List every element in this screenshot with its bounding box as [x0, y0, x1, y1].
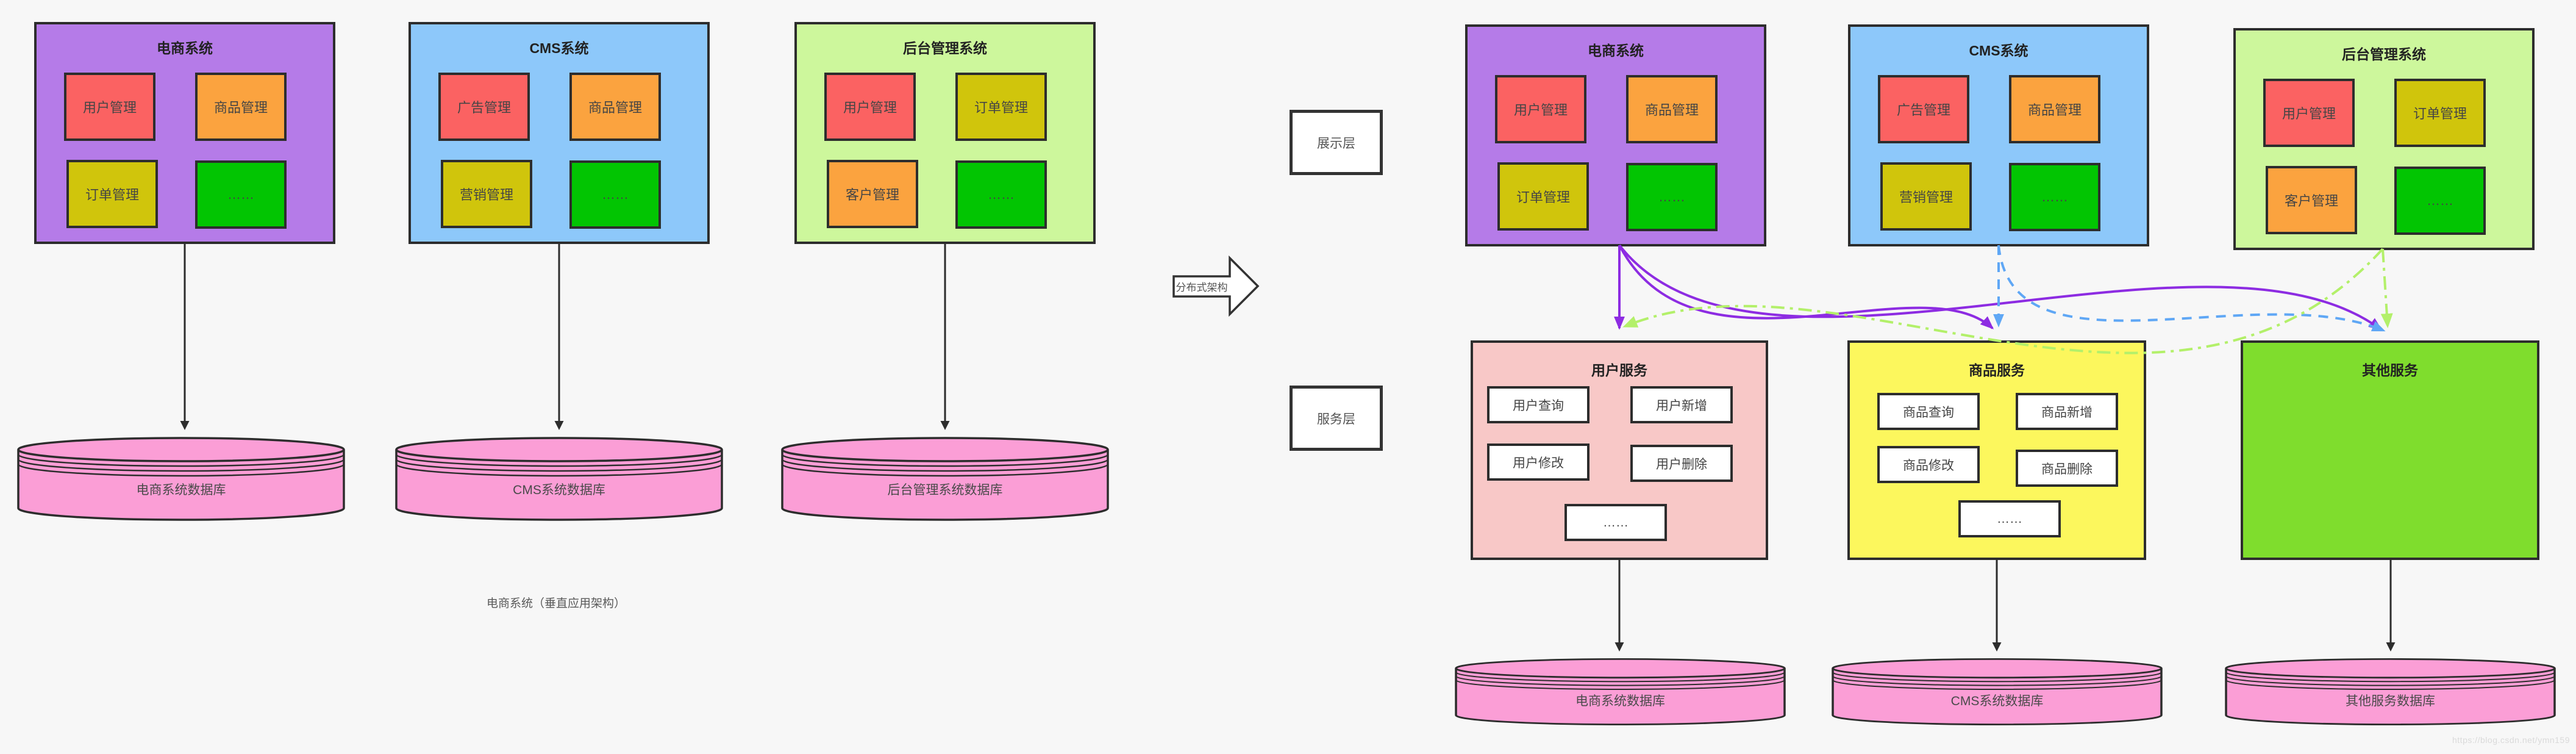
left-database-cms: CMS系统数据库: [394, 436, 724, 522]
right-database-other: 其他服务数据库: [2224, 658, 2556, 726]
database-label: CMS系统数据库: [513, 483, 605, 497]
database-label: CMS系统数据库: [1950, 694, 2044, 708]
operation-box: 用户查询: [1487, 386, 1589, 423]
database-cylinder-icon: [2225, 658, 2556, 725]
system-title: 电商系统: [157, 40, 213, 56]
left-database-admin: 后台管理系统数据库: [780, 436, 1110, 522]
service-title: 商品服务: [1969, 362, 2025, 378]
service-box-product: 商品服务 商品查询 商品新增 商品修改 商品删除 ……: [1847, 340, 2146, 560]
database-label: 后台管理系统数据库: [887, 483, 1003, 497]
module-box: ……: [195, 160, 287, 229]
database-label: 电商系统数据库: [136, 483, 226, 497]
module-box: 广告管理: [1878, 75, 1969, 143]
database-cylinder-icon: [17, 437, 345, 521]
csdn-watermark: https://blog.csdn.net/ymn159: [2452, 735, 2570, 745]
right-system-ecommerce: 电商系统 用户管理 商品管理 订单管理 ……: [1465, 24, 1766, 246]
module-box: 客户管理: [827, 160, 918, 228]
module-box: 商品管理: [1626, 75, 1718, 143]
right-database-cms: CMS系统数据库: [1831, 658, 2163, 726]
operation-box: ……: [1958, 500, 2061, 537]
layer-label: 服务层: [1317, 412, 1355, 426]
operation-box: ……: [1565, 504, 1667, 541]
module-box: 客户管理: [2266, 166, 2357, 234]
database-label: 其他服务数据库: [2346, 694, 2435, 708]
right-system-cms: CMS系统 广告管理 商品管理 营销管理 ……: [1848, 24, 2149, 246]
module-box: 用户管理: [2263, 79, 2355, 147]
database-cylinder-icon: [1455, 658, 1786, 725]
database-cylinder-icon: [1832, 658, 2163, 725]
module-box: 营销管理: [441, 160, 532, 228]
module-box: 订单管理: [2394, 79, 2486, 147]
database-label: 电商系统数据库: [1575, 694, 1665, 708]
module-box: ……: [1626, 163, 1718, 231]
module-box: 商品管理: [2009, 75, 2100, 143]
layer-box-service: 服务层: [1290, 386, 1383, 451]
system-title: 后台管理系统: [903, 40, 987, 56]
left-system-ecommerce: 电商系统 用户管理 商品管理 订单管理 ……: [34, 22, 335, 244]
system-title: CMS系统: [529, 40, 589, 56]
module-box: 订单管理: [1497, 162, 1589, 231]
layer-label: 展示层: [1317, 136, 1355, 151]
left-database-ecommerce: 电商系统数据库: [16, 436, 346, 522]
module-box: ……: [569, 160, 661, 229]
service-title: 其他服务: [2362, 362, 2418, 378]
module-box: 商品管理: [569, 73, 661, 141]
service-box-user: 用户服务 用户查询 用户新增 用户修改 用户删除 ……: [1471, 340, 1768, 560]
operation-box: 用户删除: [1630, 445, 1733, 482]
module-box: 用户管理: [1495, 75, 1586, 143]
system-title: CMS系统: [1969, 43, 2028, 59]
module-box: 订单管理: [955, 73, 1047, 141]
operation-box: 商品修改: [1877, 446, 1980, 483]
right-system-admin: 后台管理系统 用户管理 订单管理 客户管理 ……: [2233, 28, 2535, 250]
operation-box: 用户新增: [1630, 386, 1733, 423]
module-box: 广告管理: [438, 73, 530, 141]
operation-box: 商品删除: [2016, 450, 2118, 487]
database-cylinder-icon: [395, 437, 723, 521]
module-box: 营销管理: [1880, 162, 1972, 231]
module-box: ……: [2394, 167, 2486, 235]
left-system-cms: CMS系统 广告管理 商品管理 营销管理 ……: [409, 22, 710, 244]
left-caption: 电商系统（垂直应用架构）: [487, 597, 626, 610]
module-box: 商品管理: [195, 73, 287, 141]
operation-box: 用户修改: [1487, 443, 1589, 481]
module-box: 用户管理: [64, 73, 155, 141]
database-cylinder-icon: [781, 437, 1109, 521]
operation-box: 商品查询: [1877, 393, 1980, 430]
service-title: 用户服务: [1591, 362, 1647, 378]
layer-box-presentation: 展示层: [1290, 110, 1383, 175]
service-box-other: 其他服务: [2241, 340, 2539, 560]
module-box: ……: [2009, 163, 2100, 231]
system-title: 后台管理系统: [2342, 46, 2426, 62]
module-box: 订单管理: [66, 160, 158, 228]
operation-box: 商品新增: [2016, 393, 2118, 430]
system-title: 电商系统: [1588, 43, 1644, 59]
module-box: 用户管理: [824, 73, 916, 141]
module-box: ……: [955, 160, 1047, 229]
right-database-ecommerce: 电商系统数据库: [1454, 658, 1786, 726]
left-system-admin: 后台管理系统 用户管理 订单管理 客户管理 ……: [794, 22, 1096, 244]
transform-arrow-label: 分布式架构: [1176, 282, 1228, 293]
